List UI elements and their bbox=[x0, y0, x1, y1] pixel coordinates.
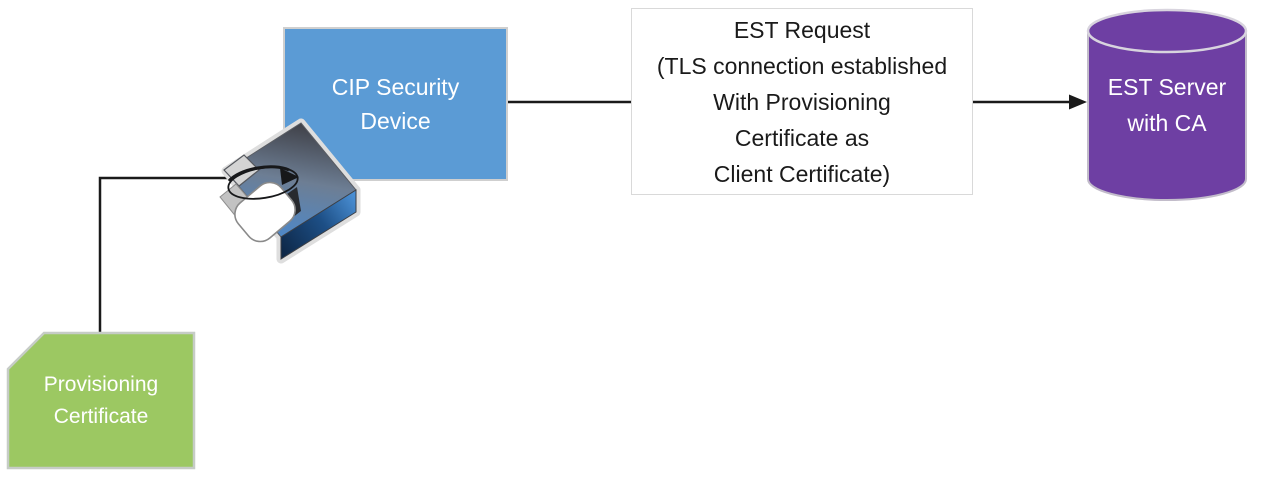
cip-device-label-line1: CIP Security bbox=[331, 74, 460, 100]
est-request-line4: Certificate as bbox=[734, 124, 870, 151]
est-request-line2: (TLS connection established bbox=[656, 52, 948, 79]
connector-certificate-to-device bbox=[98, 176, 286, 333]
arrowhead-to-server bbox=[1069, 94, 1087, 110]
arrowhead-to-device bbox=[280, 168, 299, 185]
node-est-server-cylinder bbox=[1086, 8, 1248, 201]
curved-arrow bbox=[227, 165, 290, 183]
est-request-line3: With Provisioning bbox=[713, 88, 891, 115]
cip-security-device-icon bbox=[219, 118, 361, 264]
est-request-line1: EST Request bbox=[733, 16, 871, 43]
node-provisioning-certificate bbox=[6, 331, 196, 470]
est-request-line5: Client Certificate) bbox=[713, 160, 891, 187]
cylinder-top bbox=[1086, 8, 1248, 54]
cip-device-label-line2: Device bbox=[360, 108, 431, 134]
cylinder-body bbox=[1087, 31, 1247, 201]
node-est-request-note: EST Request (TLS connection established … bbox=[631, 8, 973, 195]
